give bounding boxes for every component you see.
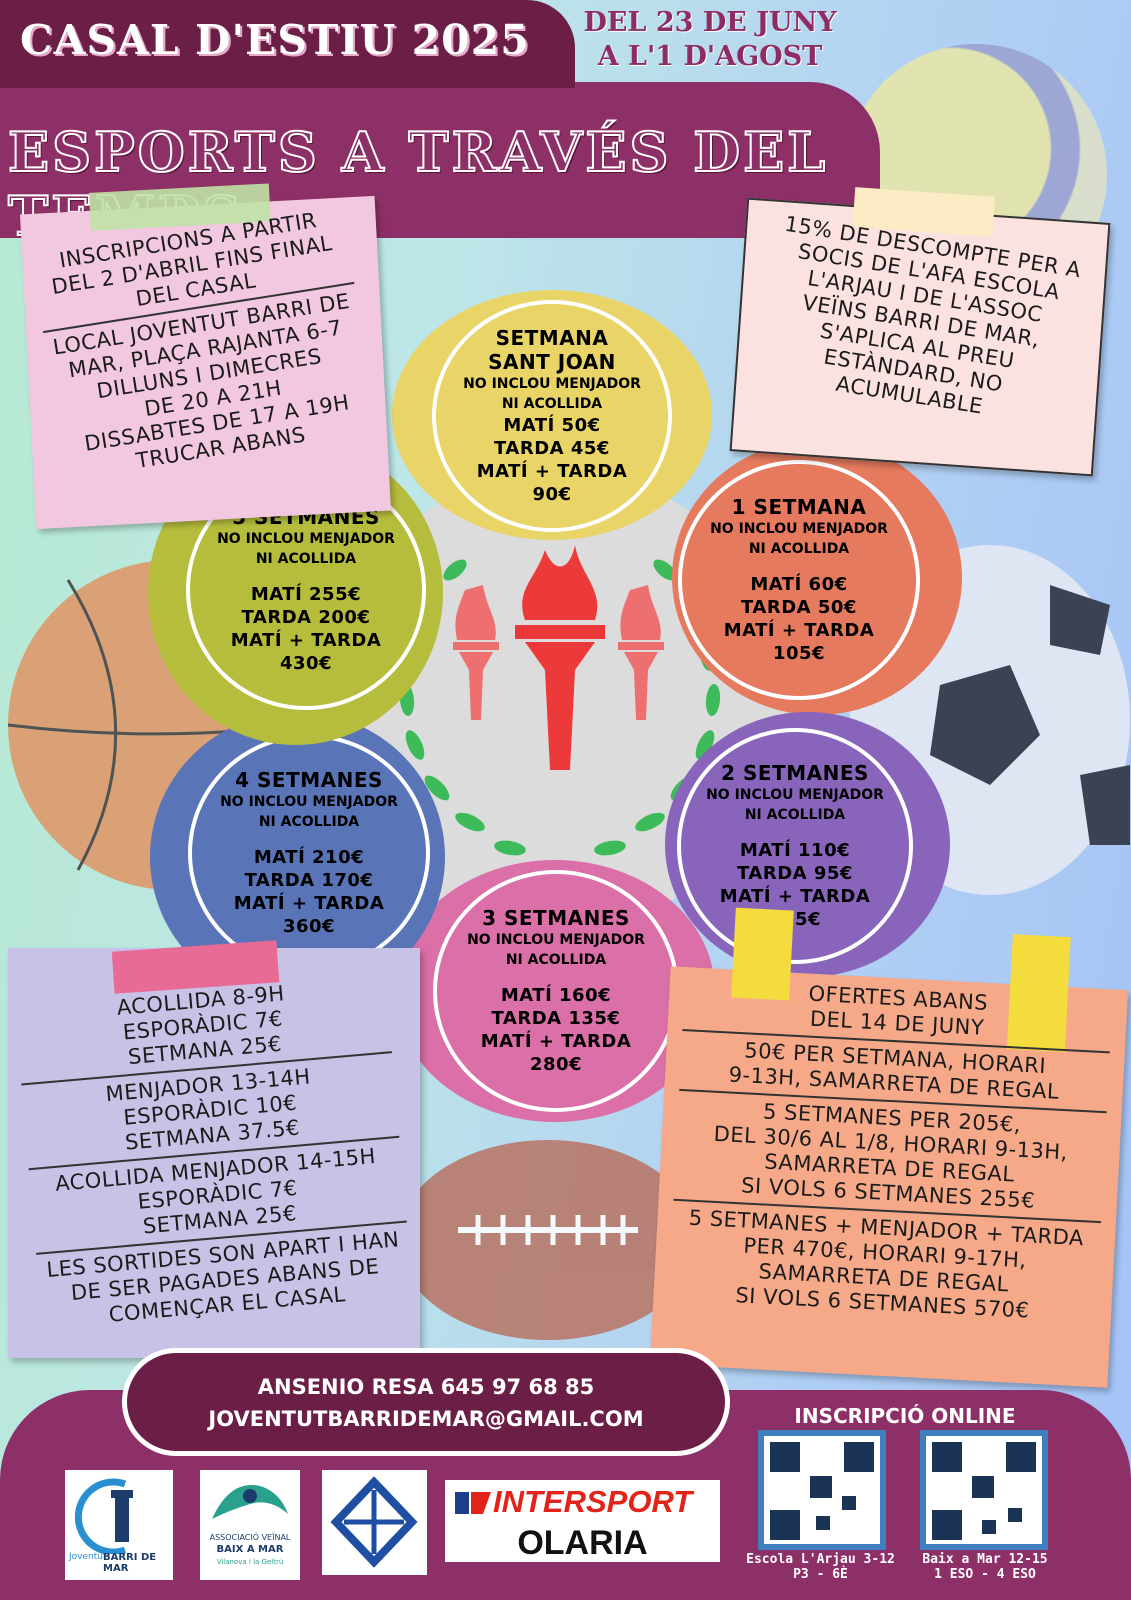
olaria-text: OLARIA: [517, 1524, 648, 1562]
soccer-patches: [930, 585, 1130, 845]
circle-3-setmanes: 3 SETMANES NO INCLOU MENJADOR NI ACOLLID…: [395, 860, 715, 1122]
qr1-caption-line2: P3 - 6È: [793, 1567, 848, 1582]
price-line: MATÍ 110€: [739, 840, 851, 861]
price-line: MATÍ + TARDA: [233, 893, 385, 914]
price-line: 90€: [532, 484, 572, 505]
qr2-caption: Baix a Mar 12-15 1 ESO - 4 ESO: [905, 1552, 1065, 1582]
price-line: 105€: [772, 643, 826, 664]
intersport-swoosh-icon: [455, 1492, 491, 1514]
logo-small-text: Joventut: [69, 1552, 107, 1562]
logo-vilanova-shield: [322, 1470, 427, 1575]
offers-note: OFERTES ABANS DEL 14 DE JUNY 50€ PER SET…: [649, 907, 1129, 1388]
price-line: TARDA 50€: [741, 597, 857, 618]
circle-2-setmanes: 2 SETMANES NO INCLOU MENJADOR NI ACOLLID…: [665, 712, 950, 977]
shield-icon: [330, 1476, 418, 1568]
logo-intersport-olaria: INTERSPORT OLARIA: [445, 1480, 720, 1562]
circle-title: 1 SETMANA: [731, 495, 867, 519]
qr1-caption: Escola L'Arjau 3-12 P3 - 6È: [738, 1552, 903, 1582]
circle-sub: NO INCLOU MENJADOR: [220, 794, 398, 810]
logo-line: ASSOCIACIÓ VEÏNAL: [209, 1533, 291, 1542]
circle-title: 2 SETMANES: [721, 761, 869, 785]
price-line: MATÍ 50€: [503, 415, 601, 436]
price-line: MATÍ 210€: [253, 847, 365, 868]
price-line: TARDA 45€: [494, 438, 610, 459]
price-line: TARDA 200€: [241, 607, 371, 628]
lighthouse-icon: [74, 1478, 133, 1554]
dates: DEL 23 DE JUNY A L'1 D'AGOST: [565, 6, 855, 74]
logo-joventut-barri-de-mar: Joventut BARRI DE MAR: [65, 1470, 173, 1580]
circle-sub: NI ACOLLIDA: [505, 952, 607, 968]
intersport-text: INTERSPORT: [493, 1484, 693, 1519]
torch-left: [453, 585, 499, 720]
logo-line: Vilanova i la Geltrú: [216, 1558, 284, 1566]
circle-sub: NI ACOLLIDA: [744, 807, 846, 823]
circle-sub: NO INCLOU MENJADOR: [706, 787, 884, 803]
qr-code-escola-arjau[interactable]: [758, 1430, 886, 1550]
dates-line-1: DEL 23 DE JUNY: [583, 7, 837, 38]
circle-title: SANT JOAN: [488, 350, 616, 374]
inscriptions-note: INSCRIPCIONS A PARTIR DEL 2 D'ABRIL FINS…: [20, 183, 391, 530]
price-line: MATÍ + TARDA: [719, 886, 871, 907]
price-line: MATÍ 255€: [250, 584, 362, 605]
price-line: MATÍ + TARDA: [480, 1031, 632, 1052]
circle-sub: NO INCLOU MENJADOR: [463, 376, 641, 392]
circle-sub: NO INCLOU MENJADOR: [710, 521, 888, 537]
price-line: 280€: [529, 1054, 583, 1075]
circle-sub: NI ACOLLIDA: [255, 551, 357, 567]
circle-sub: NI ACOLLIDA: [258, 814, 360, 830]
circle-sub: NI ACOLLIDA: [748, 541, 850, 557]
qr1-caption-line1: Escola L'Arjau 3-12: [746, 1552, 895, 1567]
circle-sub: NI ACOLLIDA: [501, 396, 603, 412]
title-tab: CASAL D'ESTIU 2025: [0, 0, 575, 88]
price-line: MATÍ + TARDA: [230, 630, 382, 651]
online-label: INSCRIPCIÓ ONLINE: [794, 1404, 1016, 1428]
rugby-laces: [458, 1215, 638, 1245]
torch-center: [515, 545, 605, 770]
price-line: TARDA 170€: [244, 870, 374, 891]
logo-line: BAIX A MAR: [216, 1544, 284, 1555]
circle-1-setmana: 1 SETMANA NO INCLOU MENJADOR NI ACOLLIDA…: [672, 440, 962, 715]
logo-text: BARRI DE MAR: [103, 1552, 157, 1574]
contact-email[interactable]: JOVENTUTBARRIDEMAR@GMAIL.COM: [208, 1407, 644, 1431]
price-line: 430€: [279, 653, 333, 674]
torch-right: [618, 585, 664, 720]
contact-box: ANSENIO RESA 645 97 68 85 JOVENTUTBARRID…: [122, 1348, 730, 1456]
discount-note: 15% DE DESCOMPTE PER A SOCIS DE L'AFA ES…: [729, 187, 1111, 477]
price-line: MATÍ + TARDA: [723, 620, 875, 641]
contact-name-phone[interactable]: ANSENIO RESA 645 97 68 85: [257, 1375, 595, 1399]
qr2-caption-line1: Baix a Mar 12-15: [922, 1552, 1048, 1567]
dates-line-2: A L'1 D'AGOST: [597, 41, 823, 72]
price-line: MATÍ 60€: [750, 574, 848, 595]
services-note: ACOLLIDA 8-9H ESPORÀDIC 7€ SETMANA 25€ M…: [8, 940, 420, 1358]
circle-title: 4 SETMANES: [235, 768, 383, 792]
circle-sant-joan: SETMANA SANT JOAN NO INCLOU MENJADOR NI …: [392, 290, 712, 540]
price-line: 360€: [282, 916, 336, 937]
subtitle-band: ESPORTS A TRAVÉS DEL TEMPS: [0, 82, 880, 249]
price-line: MATÍ + TARDA: [476, 461, 628, 482]
logo-baix-a-mar: ASSOCIACIÓ VEÏNAL BAIX A MAR Vilanova i …: [200, 1470, 300, 1580]
wave-icon: [212, 1484, 288, 1519]
price-line: TARDA 95€: [737, 863, 853, 884]
circle-title: 3 SETMANES: [482, 906, 630, 930]
rugby-ball-icon: [398, 1140, 698, 1340]
circle-title: SETMANA: [495, 326, 609, 350]
price-line: TARDA 135€: [491, 1008, 621, 1029]
page-title: CASAL D'ESTIU 2025: [20, 16, 530, 64]
circle-sub: NO INCLOU MENJADOR: [467, 932, 645, 948]
price-line: MATÍ 160€: [500, 985, 612, 1006]
circle-sub: NO INCLOU MENJADOR: [217, 531, 395, 547]
qr2-caption-line2: 1 ESO - 4 ESO: [934, 1567, 1036, 1582]
qr-code-baix-a-mar[interactable]: [920, 1430, 1048, 1550]
